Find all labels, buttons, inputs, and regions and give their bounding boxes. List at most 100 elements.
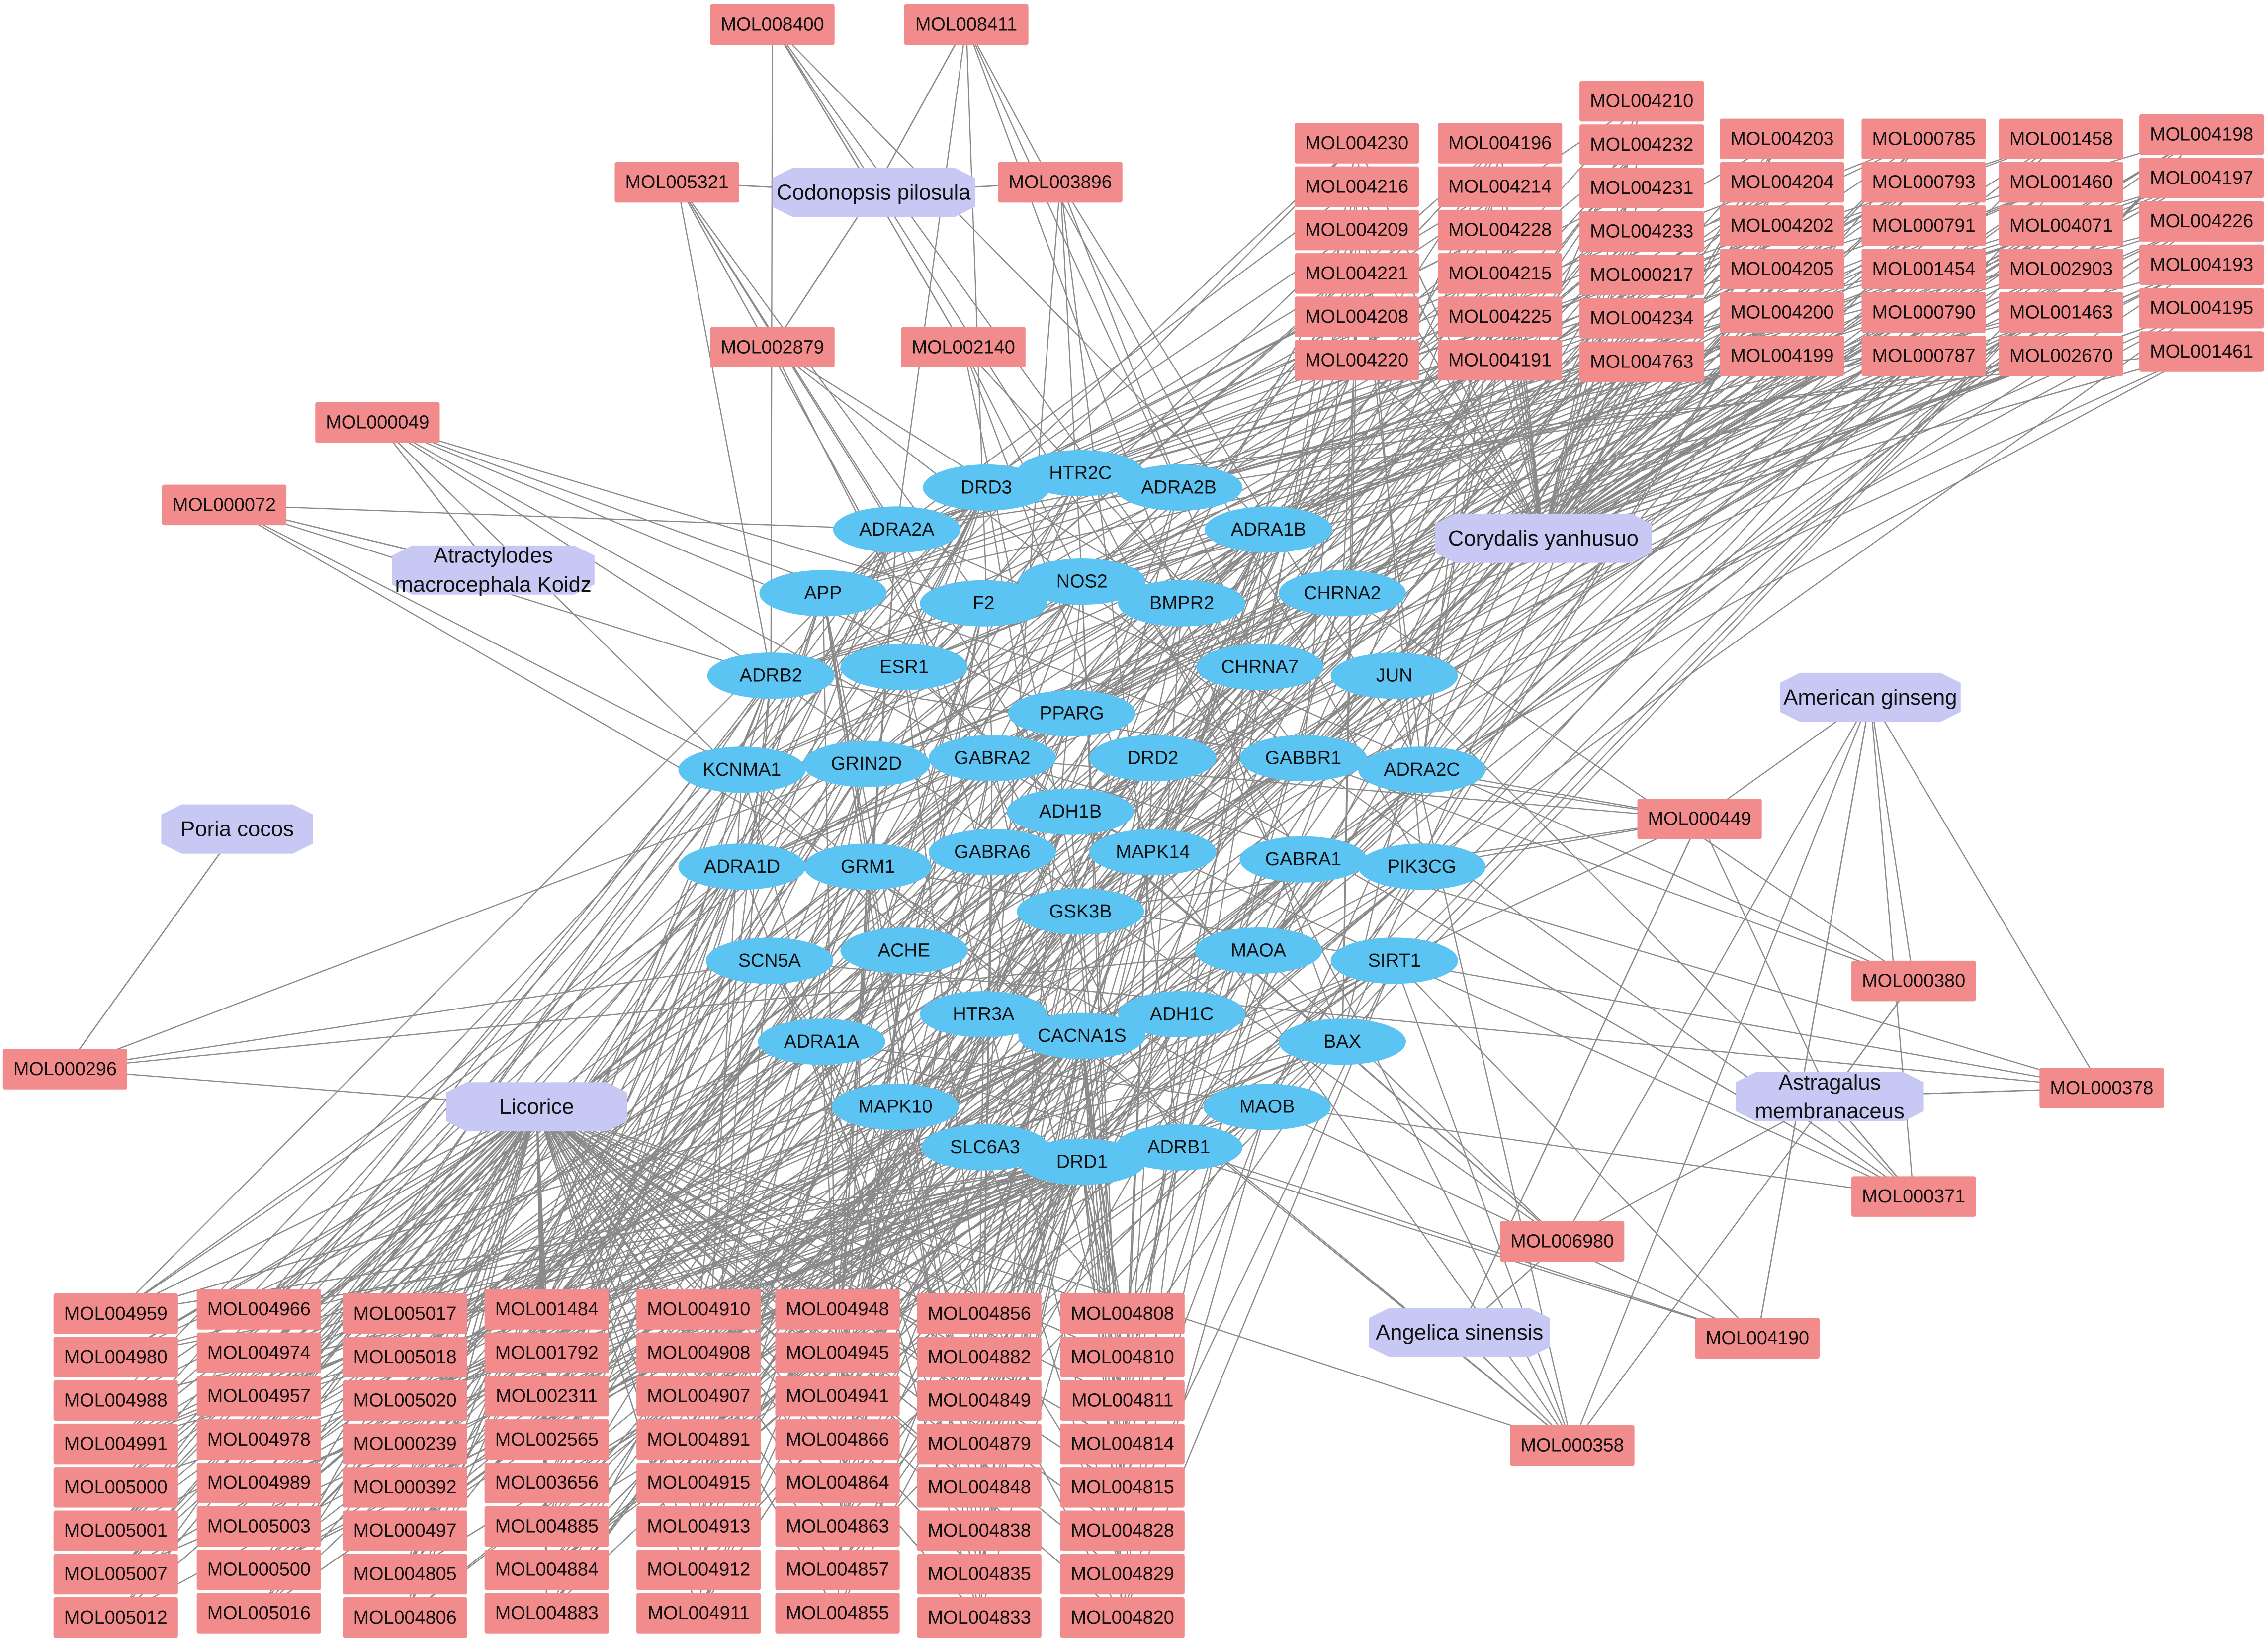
target-node-drd2[interactable]: DRD2: [1089, 734, 1217, 782]
compound-node-mol000791[interactable]: MOL000791: [1861, 205, 1986, 246]
compound-node-mol000790[interactable]: MOL000790: [1861, 292, 1986, 333]
compound-node-mol004202[interactable]: MOL004202: [1720, 205, 1844, 246]
compound-node-mol000392[interactable]: MOL000392: [343, 1467, 467, 1508]
compound-node-mol004907[interactable]: MOL004907: [636, 1376, 761, 1417]
compound-node-mol005007[interactable]: MOL005007: [53, 1554, 178, 1595]
compound-node-mol004885[interactable]: MOL004885: [484, 1506, 609, 1547]
herb-node-corydalis-yanhusuo[interactable]: Corydalis yanhusuo: [1435, 513, 1652, 563]
compound-node-mol004071[interactable]: MOL004071: [1999, 205, 2124, 246]
compound-node-mol000449[interactable]: MOL000449: [1637, 799, 1762, 839]
compound-node-mol003896[interactable]: MOL003896: [998, 162, 1123, 203]
target-node-gabra6[interactable]: GABRA6: [928, 829, 1056, 876]
compound-node-mol004991[interactable]: MOL004991: [53, 1423, 178, 1465]
compound-node-mol001792[interactable]: MOL001792: [484, 1332, 609, 1374]
target-node-adra2c[interactable]: ADRA2C: [1358, 746, 1485, 793]
herb-node-angelica-sinensis[interactable]: Angelica sinensis: [1369, 1308, 1550, 1358]
compound-node-mol004884[interactable]: MOL004884: [484, 1550, 609, 1590]
compound-node-mol005001[interactable]: MOL005001: [53, 1510, 178, 1551]
compound-node-mol004978[interactable]: MOL004978: [196, 1419, 321, 1460]
compound-node-mol004911[interactable]: MOL004911: [636, 1593, 761, 1634]
compound-node-mol000217[interactable]: MOL000217: [1579, 255, 1704, 295]
target-node-adh1c[interactable]: ADH1C: [1118, 991, 1246, 1038]
compound-node-mol004945[interactable]: MOL004945: [775, 1332, 900, 1374]
compound-node-mol000793[interactable]: MOL000793: [1861, 162, 1986, 203]
target-node-pparg[interactable]: PPARG: [1008, 690, 1135, 736]
compound-node-mol004966[interactable]: MOL004966: [196, 1289, 321, 1330]
compound-node-mol004908[interactable]: MOL004908: [636, 1332, 761, 1374]
target-node-maoa[interactable]: MAOA: [1195, 927, 1322, 974]
target-node-htr2c[interactable]: HTR2C: [1017, 450, 1144, 496]
compound-node-mol004957[interactable]: MOL004957: [196, 1376, 321, 1417]
target-node-maob[interactable]: MAOB: [1203, 1084, 1331, 1130]
compound-node-mol008400[interactable]: MOL008400: [710, 4, 835, 45]
compound-node-mol004209[interactable]: MOL004209: [1294, 209, 1419, 251]
compound-node-mol004221[interactable]: MOL004221: [1294, 253, 1419, 294]
compound-node-mol004866[interactable]: MOL004866: [775, 1419, 900, 1460]
compound-node-mol004811[interactable]: MOL004811: [1060, 1380, 1185, 1421]
target-node-f2[interactable]: F2: [920, 580, 1047, 627]
target-node-app[interactable]: APP: [759, 570, 887, 617]
target-node-bax[interactable]: BAX: [1278, 1018, 1406, 1065]
compound-node-mol004808[interactable]: MOL004808: [1060, 1293, 1185, 1334]
compound-node-mol004988[interactable]: MOL004988: [53, 1380, 178, 1421]
compound-node-mol004199[interactable]: MOL004199: [1720, 335, 1844, 376]
compound-node-mol004913[interactable]: MOL004913: [636, 1506, 761, 1547]
compound-node-mol000497[interactable]: MOL000497: [343, 1510, 467, 1551]
compound-node-mol000787[interactable]: MOL000787: [1861, 335, 1986, 376]
compound-node-mol004912[interactable]: MOL004912: [636, 1550, 761, 1590]
compound-node-mol004203[interactable]: MOL004203: [1720, 118, 1844, 160]
compound-node-mol004959[interactable]: MOL004959: [53, 1293, 178, 1334]
target-node-mapk10[interactable]: MAPK10: [831, 1084, 959, 1130]
compound-node-mol005017[interactable]: MOL005017: [343, 1293, 467, 1334]
compound-node-mol004204[interactable]: MOL004204: [1720, 162, 1844, 203]
compound-node-mol004915[interactable]: MOL004915: [636, 1463, 761, 1503]
compound-node-mol006980[interactable]: MOL006980: [1500, 1221, 1625, 1262]
target-node-grin2d[interactable]: GRIN2D: [802, 740, 930, 787]
compound-node-mol004232[interactable]: MOL004232: [1579, 124, 1704, 165]
compound-node-mol004829[interactable]: MOL004829: [1060, 1554, 1185, 1595]
compound-node-mol004216[interactable]: MOL004216: [1294, 166, 1419, 207]
compound-node-mol001458[interactable]: MOL001458: [1999, 118, 2124, 160]
target-node-adrb2[interactable]: ADRB2: [707, 652, 835, 699]
compound-node-mol004231[interactable]: MOL004231: [1579, 168, 1704, 208]
herb-node-codonopsis-pilosula[interactable]: Codonopsis pilosula: [772, 168, 975, 217]
compound-node-mol003656[interactable]: MOL003656: [484, 1463, 609, 1503]
compound-node-mol004805[interactable]: MOL004805: [343, 1554, 467, 1595]
compound-node-mol004974[interactable]: MOL004974: [196, 1332, 321, 1374]
compound-node-mol004230[interactable]: MOL004230: [1294, 123, 1419, 164]
compound-node-mol004848[interactable]: MOL004848: [917, 1467, 1042, 1508]
compound-node-mol001463[interactable]: MOL001463: [1999, 292, 2124, 333]
compound-node-mol004883[interactable]: MOL004883: [484, 1593, 609, 1634]
compound-node-mol004855[interactable]: MOL004855: [775, 1593, 900, 1634]
compound-node-mol004814[interactable]: MOL004814: [1060, 1423, 1185, 1465]
target-node-grm1[interactable]: GRM1: [804, 843, 932, 890]
compound-node-mol004210[interactable]: MOL004210: [1579, 81, 1704, 122]
compound-node-mol000378[interactable]: MOL000378: [2039, 1068, 2164, 1108]
compound-node-mol004205[interactable]: MOL004205: [1720, 249, 1844, 289]
compound-node-mol004214[interactable]: MOL004214: [1437, 166, 1563, 207]
compound-node-mol000371[interactable]: MOL000371: [1851, 1176, 1976, 1217]
compound-node-mol004849[interactable]: MOL004849: [917, 1380, 1042, 1421]
target-node-adrb1[interactable]: ADRB1: [1115, 1124, 1243, 1171]
compound-node-mol004195[interactable]: MOL004195: [2139, 287, 2264, 329]
compound-node-mol004989[interactable]: MOL004989: [196, 1463, 321, 1503]
compound-node-mol004835[interactable]: MOL004835: [917, 1554, 1042, 1595]
target-node-ache[interactable]: ACHE: [840, 927, 968, 974]
target-node-pik3cg[interactable]: PIK3CG: [1358, 843, 1485, 890]
target-node-adra1a[interactable]: ADRA1A: [758, 1018, 885, 1065]
compound-node-mol004864[interactable]: MOL004864: [775, 1463, 900, 1503]
compound-node-mol002903[interactable]: MOL002903: [1999, 249, 2124, 289]
target-node-adh1b[interactable]: ADH1B: [1006, 788, 1134, 835]
compound-node-mol004833[interactable]: MOL004833: [917, 1597, 1042, 1638]
target-node-slc6a3[interactable]: SLC6A3: [921, 1124, 1049, 1171]
target-node-adra1d[interactable]: ADRA1D: [678, 843, 806, 890]
compound-node-mol004190[interactable]: MOL004190: [1695, 1318, 1820, 1359]
compound-node-mol004191[interactable]: MOL004191: [1437, 340, 1563, 381]
compound-node-mol004233[interactable]: MOL004233: [1579, 211, 1704, 252]
target-node-gabra2[interactable]: GABRA2: [928, 734, 1056, 782]
compound-node-mol000785[interactable]: MOL000785: [1861, 118, 1986, 160]
compound-node-mol005018[interactable]: MOL005018: [343, 1337, 467, 1377]
target-node-adra1b[interactable]: ADRA1B: [1205, 506, 1332, 553]
